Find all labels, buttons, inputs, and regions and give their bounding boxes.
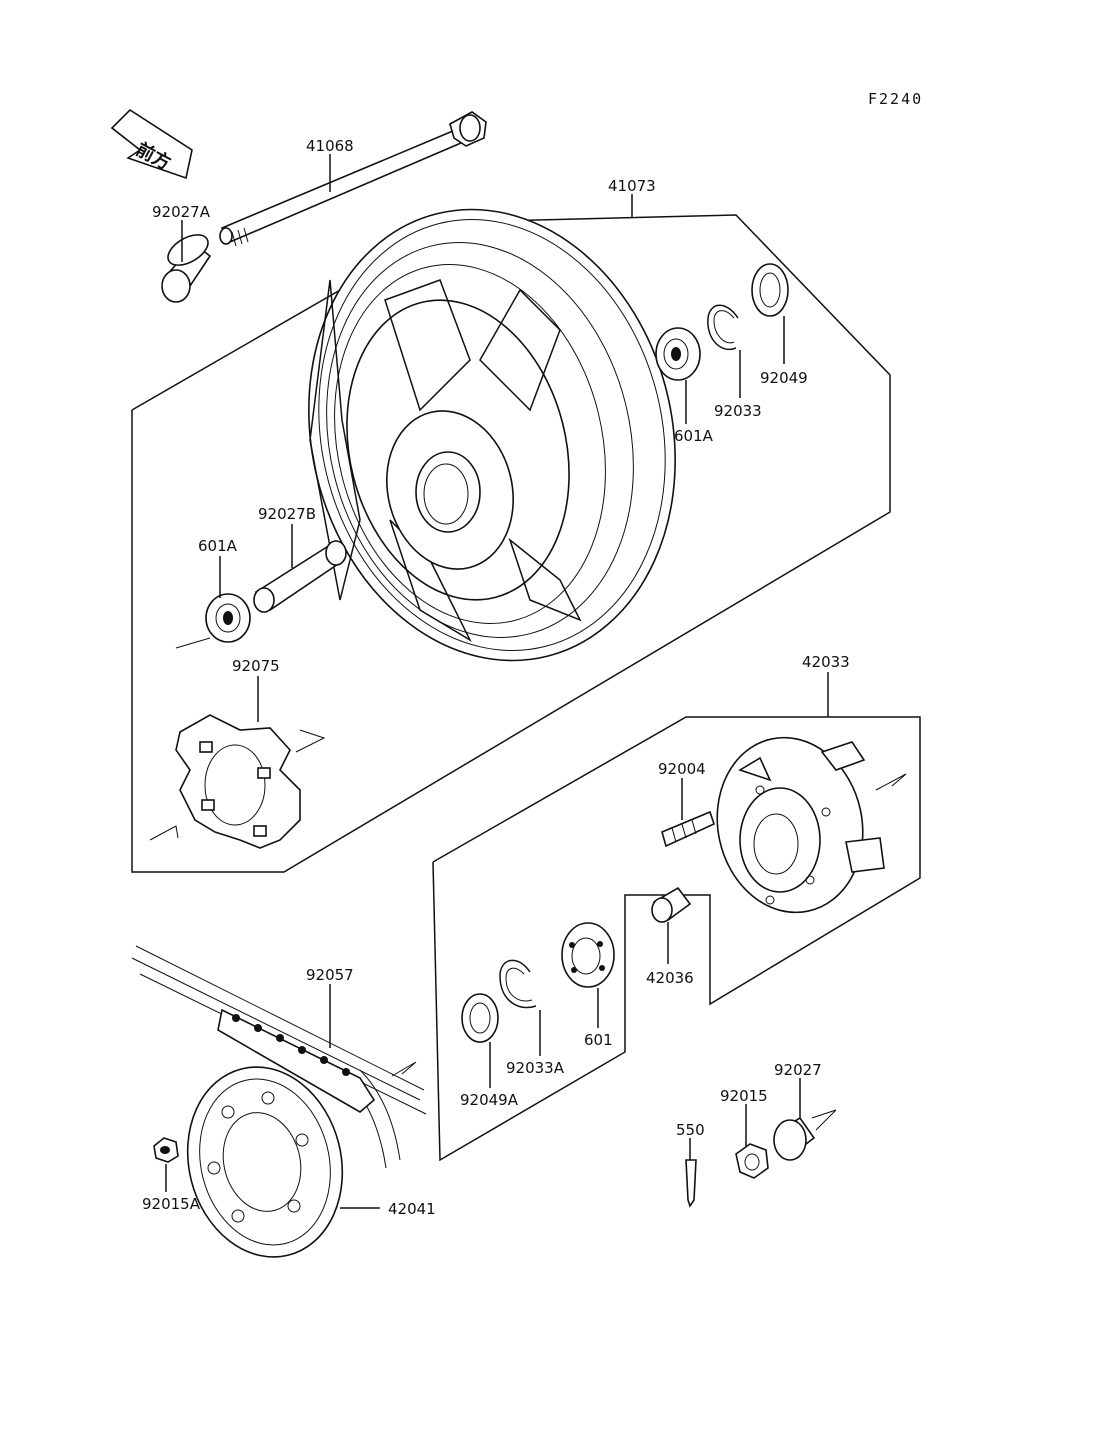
label-42041: 42041 <box>388 1200 436 1218</box>
seal-92049 <box>751 263 789 317</box>
collar-92027B <box>253 540 347 613</box>
damper-92075 <box>149 714 326 849</box>
label-92049: 92049 <box>760 369 808 387</box>
label-92033A: 92033A <box>506 1059 565 1077</box>
label-41073: 41073 <box>608 177 656 195</box>
label-92075: 92075 <box>232 657 280 675</box>
seal-92049A <box>461 993 499 1043</box>
chain-92057 <box>131 945 427 1169</box>
bearing-601A-right <box>655 327 701 381</box>
label-550: 550 <box>676 1121 705 1139</box>
label-41068: 41068 <box>306 137 354 155</box>
label-601: 601 <box>584 1031 613 1049</box>
axle-41068 <box>219 111 487 247</box>
nut-92015A <box>153 1137 179 1163</box>
figure-code: F2240 <box>868 90 923 108</box>
collar-92027 <box>773 1109 837 1161</box>
coupling-frame <box>432 716 921 1162</box>
leader-lines <box>165 154 829 1209</box>
circlip-92033 <box>707 304 739 351</box>
label-42033: 42033 <box>802 653 850 671</box>
label-601A-left: 601A <box>198 537 238 555</box>
label-92033: 92033 <box>714 402 762 420</box>
label-92057: 92057 <box>306 966 354 984</box>
label-92015: 92015 <box>720 1087 768 1105</box>
cotter-pin-550 <box>685 1159 697 1208</box>
nut-92015 <box>735 1143 769 1179</box>
label-92004: 92004 <box>658 760 706 778</box>
bearing-601A-left <box>175 593 251 649</box>
label-92027A: 92027A <box>152 203 211 221</box>
coupling-42033 <box>716 736 907 914</box>
stud-92004 <box>661 810 715 848</box>
label-601A-right: 601A <box>674 427 714 445</box>
collar-92027A <box>161 234 212 303</box>
label-92027B: 92027B <box>258 505 316 523</box>
collar-42036 <box>651 886 692 923</box>
circlip-92033A <box>499 959 537 1009</box>
wheel-41073 <box>308 208 676 662</box>
front-direction-arrow: 前方 <box>110 108 193 180</box>
sprocket-42041 <box>186 1066 344 1258</box>
label-92049A: 92049A <box>460 1091 519 1109</box>
label-42036: 42036 <box>646 969 694 987</box>
label-92027: 92027 <box>774 1061 822 1079</box>
label-92015A: 92015A <box>142 1195 201 1213</box>
bearing-601 <box>561 922 615 988</box>
